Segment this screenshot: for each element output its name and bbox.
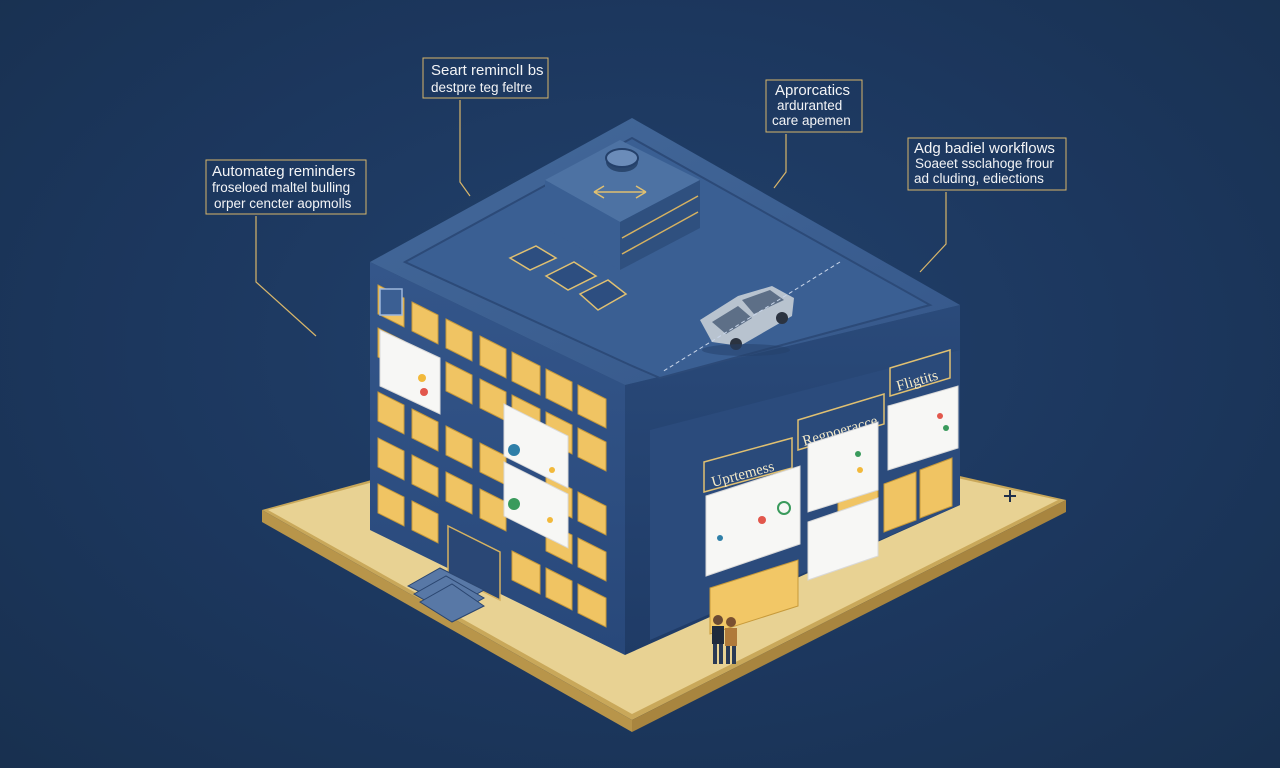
entrance-door — [447, 524, 501, 602]
entrance-stairs — [406, 567, 486, 623]
callout-top-right-title: Aprorcatics — [775, 82, 850, 99]
right-facade-cards — [705, 385, 959, 635]
rooftop-panels — [508, 245, 628, 311]
callout-left-line-1: froseloed maltel bulling — [212, 180, 350, 195]
rooftop-unit — [545, 140, 700, 270]
callout-left: Automateg reminders froseloed maltel bul… — [205, 159, 367, 337]
building-left-facade — [370, 262, 625, 655]
building-right-facade: Uprtemess Regpoeracce Fligtits — [625, 305, 960, 655]
facade-logo-badge — [379, 288, 403, 316]
callout-left-title: Automateg reminders — [212, 163, 355, 180]
callout-right-line-1: Soaeet ssclahoge frour — [915, 156, 1054, 171]
dashboard-card-icon — [418, 374, 426, 382]
building-roof — [370, 118, 960, 385]
plus-icon — [1004, 490, 1016, 502]
callout-top-line-1: destpre teg feltre — [431, 80, 532, 95]
car-icon — [700, 286, 794, 356]
callout-top-right: Aprorcatics arduranted care apemen — [765, 79, 863, 189]
callout-right-line-2: ad cluding, ediections — [914, 171, 1044, 186]
callout-top: Seart reminclI bs destpre teg feltre — [422, 57, 549, 197]
callout-left-line-2: orper cencter aopmolls — [214, 196, 352, 211]
callout-right: Adg badiel workflows Soaeet ssclahoge fr… — [907, 137, 1067, 273]
callout-right-title: Adg badiel workflows — [914, 140, 1055, 157]
callout-top-title: Seart reminclI bs — [431, 62, 544, 79]
callout-top-right-line-1: arduranted — [777, 98, 842, 113]
left-facade-cards — [379, 329, 569, 549]
people-icon — [712, 615, 737, 664]
callout-top-right-line-2: care apemen — [772, 113, 851, 128]
